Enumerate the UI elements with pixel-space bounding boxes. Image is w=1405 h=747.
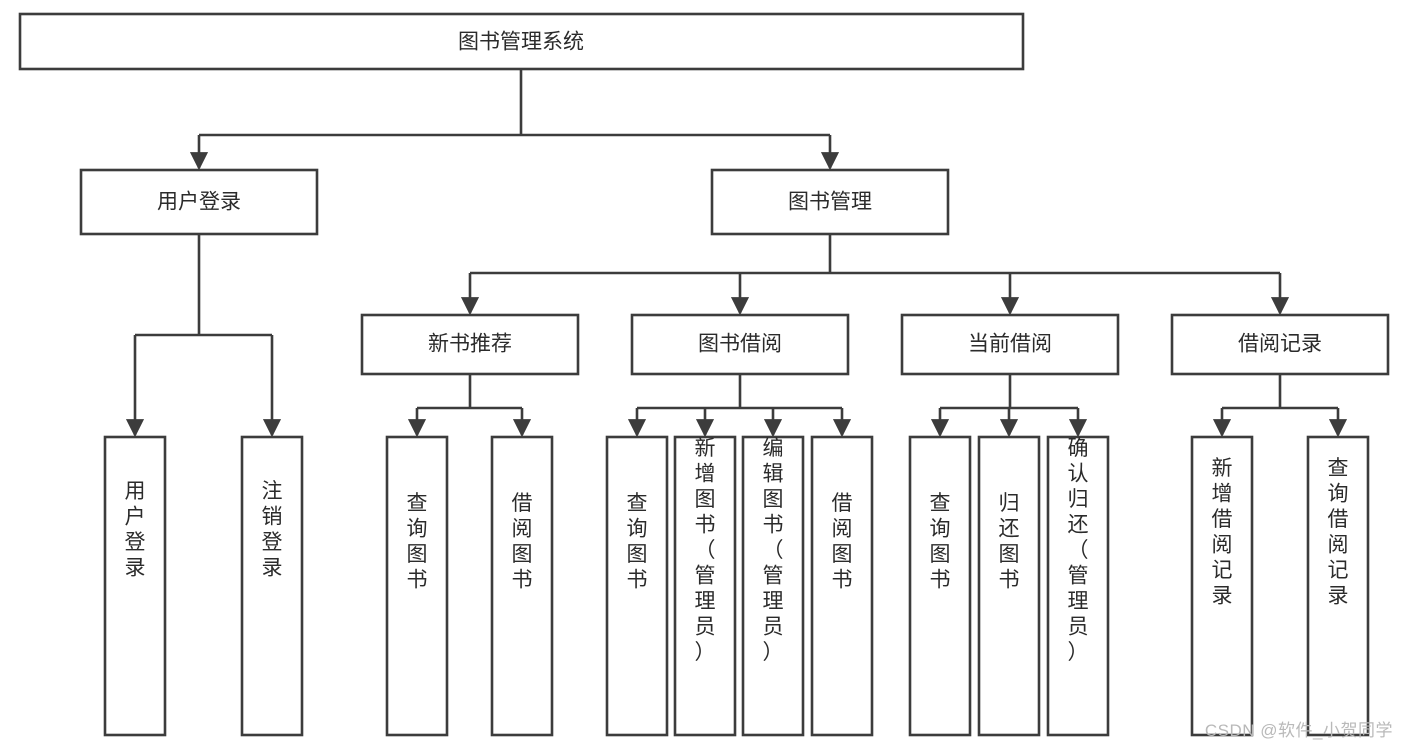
connector-group-borrow-record (1212, 374, 1348, 438)
node-current-borrow-box (900, 313, 1120, 376)
node-new-book-recommend-box (360, 313, 580, 376)
leaf-node-box (810, 435, 874, 737)
node-borrow-record-box (1170, 313, 1390, 376)
node-user-login-label: 用户登录 (157, 191, 241, 214)
leaf-node-current-borrow-3[interactable]: 确认归还（管理员） (1046, 435, 1110, 737)
leaf-node-user-login-1[interactable]: 用户登录 (103, 435, 167, 737)
leaf-node-borrow-record-2-label: 查询借阅记录 (1328, 457, 1349, 608)
node-book-management-label: 图书管理 (788, 191, 872, 214)
leaf-node-box (1046, 435, 1110, 737)
connector-group-root (189, 69, 840, 171)
node-new-book-recommend[interactable]: 新书推荐 (360, 313, 580, 376)
leaf-node-box (605, 435, 669, 737)
leaf-node-user-login-1-label: 用户登录 (125, 480, 146, 580)
leaf-node-new-book-1-label: 查询图书 (407, 492, 428, 592)
node-book-management-box (710, 168, 950, 236)
leaf-node-current-borrow-2-label: 归还图书 (999, 492, 1020, 592)
node-root-book-management-system[interactable]: 图书管理系统 (18, 12, 1025, 71)
leaf-node-current-borrow-3-label: 确认归还（管理员） (1068, 437, 1089, 664)
leaf-node-current-borrow-1[interactable]: 查询图书 (908, 435, 972, 737)
leaf-node-book-borrow-2[interactable]: 新增图书（管理员） (673, 435, 737, 737)
leaf-node-user-login-2[interactable]: 注销登录 (240, 435, 304, 737)
leaf-node-new-book-2-label: 借阅图书 (512, 492, 533, 592)
leaf-node-box (977, 435, 1041, 737)
leaf-node-book-borrow-3[interactable]: 编辑图书（管理员） (741, 435, 805, 737)
leaf-node-box (385, 435, 449, 737)
leaf-node-book-borrow-3-label: 编辑图书（管理员） (763, 437, 784, 664)
leaf-node-box (741, 435, 805, 737)
leaf-node-box (673, 435, 737, 737)
node-book-borrow[interactable]: 图书借阅 (630, 313, 850, 376)
node-root-label: 图书管理系统 (458, 31, 584, 54)
leaf-node-borrow-record-1-label: 新增借阅记录 (1212, 457, 1233, 608)
node-user-login[interactable]: 用户登录 (79, 168, 319, 236)
node-root-box (18, 12, 1025, 71)
leaf-node-book-borrow-1[interactable]: 查询图书 (605, 435, 669, 737)
leaf-node-book-borrow-2-label: 新增图书（管理员） (695, 437, 716, 664)
node-book-borrow-label: 图书借阅 (698, 333, 782, 356)
leaf-node-new-book-1[interactable]: 查询图书 (385, 435, 449, 737)
leaf-node-book-borrow-1-label: 查询图书 (627, 492, 648, 592)
leaf-node-box (908, 435, 972, 737)
leaf-node-box (1190, 435, 1254, 737)
connector-group-new-book (407, 374, 532, 438)
leaf-node-borrow-record-1[interactable]: 新增借阅记录 (1190, 435, 1254, 737)
leaf-node-book-borrow-4-label: 借阅图书 (832, 492, 853, 592)
connector-group-current-borrow (930, 374, 1088, 438)
leaf-node-box (103, 435, 167, 737)
leaf-node-borrow-record-2[interactable]: 查询借阅记录 (1306, 435, 1370, 737)
connector-group-user-login (125, 234, 282, 438)
node-current-borrow[interactable]: 当前借阅 (900, 313, 1120, 376)
node-borrow-record-label: 借阅记录 (1238, 333, 1322, 356)
leaf-node-current-borrow-2[interactable]: 归还图书 (977, 435, 1041, 737)
leaf-node-box (490, 435, 554, 737)
leaf-node-box (240, 435, 304, 737)
node-new-book-recommend-label: 新书推荐 (428, 333, 512, 356)
leaf-node-book-borrow-4[interactable]: 借阅图书 (810, 435, 874, 737)
connector-group-book-borrow (627, 374, 852, 438)
connector-group-book-manage (460, 234, 1290, 316)
leaf-node-box (1306, 435, 1370, 737)
node-current-borrow-label: 当前借阅 (968, 333, 1052, 356)
leaf-node-user-login-2-label: 注销登录 (262, 480, 283, 580)
leaf-node-new-book-2[interactable]: 借阅图书 (490, 435, 554, 737)
node-book-borrow-box (630, 313, 850, 376)
node-borrow-record[interactable]: 借阅记录 (1170, 313, 1390, 376)
node-book-management[interactable]: 图书管理 (710, 168, 950, 236)
node-user-login-box (79, 168, 319, 236)
leaf-node-current-borrow-1-label: 查询图书 (930, 492, 951, 592)
